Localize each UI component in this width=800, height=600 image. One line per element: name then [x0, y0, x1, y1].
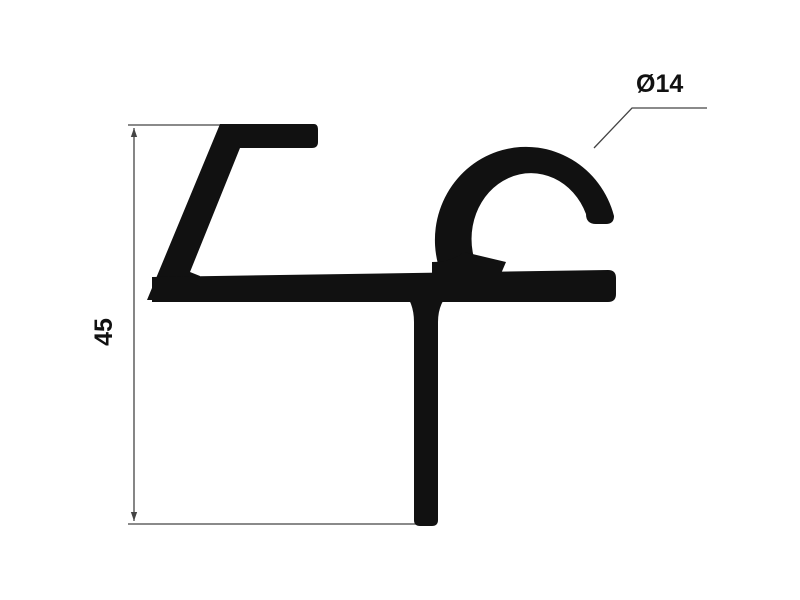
- profile-hook-ring: [434, 146, 614, 264]
- height-dimension-label: 45: [90, 318, 118, 346]
- profile-base-bar: [152, 270, 616, 302]
- diameter-leader-line: [593, 107, 707, 149]
- profile-vertical-stem: [402, 290, 452, 526]
- profile-left-arm: [147, 124, 318, 300]
- profile-hook-fillet: [432, 252, 506, 276]
- diameter-dimension-label: Ø14: [636, 70, 683, 98]
